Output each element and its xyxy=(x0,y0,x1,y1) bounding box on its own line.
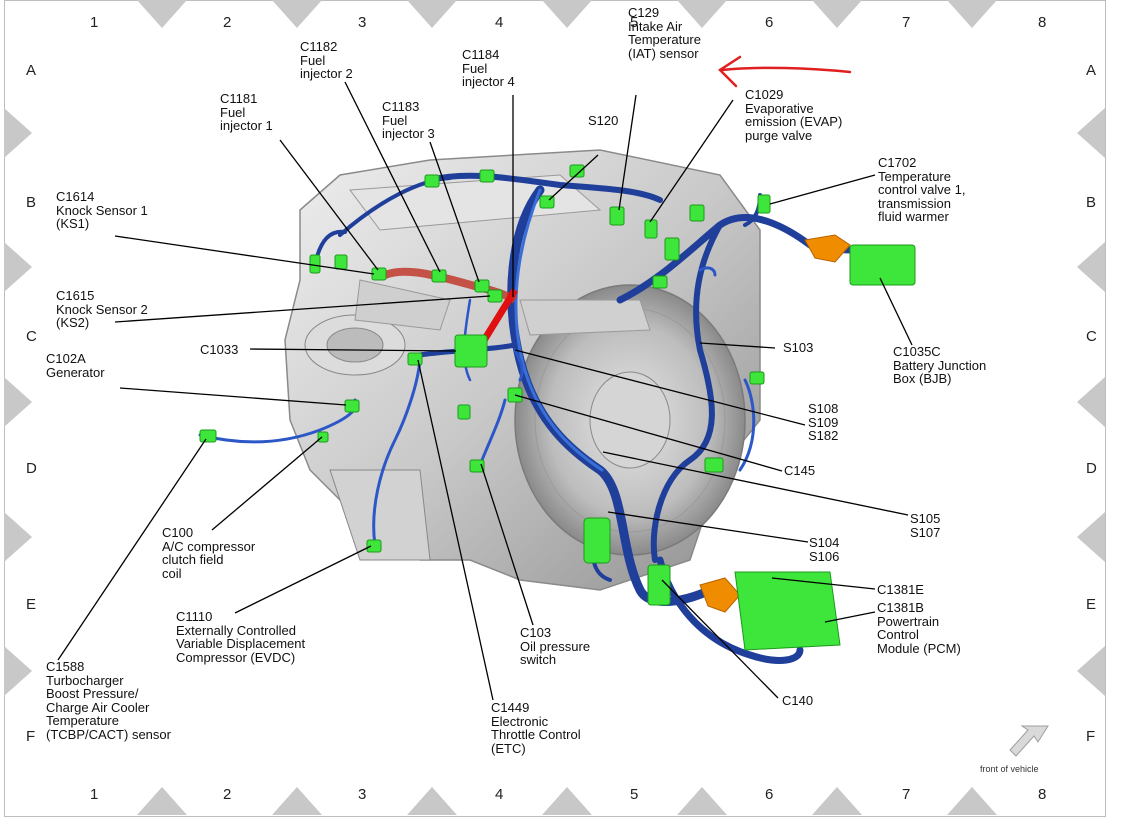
pcm-boot xyxy=(699,577,741,613)
label-c1183: C1183 Fuel injector 3 xyxy=(382,99,435,141)
label-c1029: C1029 Evaporative emission (EVAP) purge … xyxy=(745,87,843,143)
mid-right-connector xyxy=(749,371,765,385)
front-of-vehicle-arrow-icon xyxy=(1009,725,1049,757)
label-s120: S120 xyxy=(588,113,619,128)
wiring-harness xyxy=(198,172,864,664)
label-c1381e: C1381E xyxy=(877,582,924,597)
c1588-connector xyxy=(199,429,217,443)
label-c1184: C1184 Fuel injector 4 xyxy=(462,47,515,89)
grid-row-e-right: E xyxy=(1086,596,1097,613)
label-c1035c: C1035C Battery Junction Box (BJB) xyxy=(893,344,987,386)
c129-connector xyxy=(609,206,625,226)
c1615-connector xyxy=(487,289,503,303)
grid-col-8-bottom: 8 xyxy=(1038,786,1047,803)
grid-row-a-left: A xyxy=(26,62,37,79)
upper-right-connector-2 xyxy=(689,204,705,222)
grid-row-e-left: E xyxy=(26,596,37,613)
grid-col-2-bottom: 2 xyxy=(223,786,232,803)
connectors xyxy=(199,164,916,651)
top-right-connector xyxy=(569,164,585,178)
label-c102a: C102A Generator xyxy=(46,351,105,380)
c103-connector xyxy=(469,459,485,473)
grid-col-2-top: 2 xyxy=(223,14,232,31)
evap-side-connector xyxy=(664,237,680,261)
grid-row-b-left: B xyxy=(26,194,37,211)
grid-row-c-right: C xyxy=(1086,328,1097,345)
grid-col-5-bottom: 5 xyxy=(630,786,639,803)
pcm-module xyxy=(734,571,841,651)
c1033-connector xyxy=(454,334,488,368)
label-s103: S103 xyxy=(783,340,814,355)
label-c129: C129 Intake Air Temperature (IAT) sensor xyxy=(628,5,701,61)
c1702-connector xyxy=(757,194,771,214)
label-c1449: C1449 Electronic Throttle Control (ETC) xyxy=(491,700,581,756)
bjb-connector xyxy=(849,244,916,286)
bjb-boot xyxy=(804,234,851,263)
label-c1033: C1033 xyxy=(200,342,239,357)
grid-border-markers xyxy=(4,0,1105,815)
grid-col-4-bottom: 4 xyxy=(495,786,504,803)
grid-col-5-top: 5 xyxy=(630,14,639,31)
grid-row-f-left: F xyxy=(26,728,36,745)
c1110-connector xyxy=(366,539,382,553)
grid-row-d-right: D xyxy=(1086,460,1097,477)
top-left-connector xyxy=(424,174,440,188)
front-of-vehicle-label: front of vehicle xyxy=(980,764,1039,774)
label-c103: C103 Oil pressure switch xyxy=(520,625,591,667)
grid-col-3-top: 3 xyxy=(358,14,367,31)
grid-row-a-right: A xyxy=(1086,62,1097,79)
red-annotation-arrow-icon xyxy=(718,55,852,88)
grid-row-f-right: F xyxy=(1086,728,1096,745)
label-c140: C140 xyxy=(782,693,814,708)
c140-connector xyxy=(647,564,671,606)
c1181-connector xyxy=(334,254,348,270)
c1183-connector xyxy=(474,279,490,293)
grid-row-d-left: D xyxy=(26,460,37,477)
label-c100: C100 A/C compressor clutch field coil xyxy=(162,525,256,581)
leader-lines xyxy=(57,81,913,701)
grid-col-4-top: 4 xyxy=(495,14,504,31)
right-side-connector xyxy=(704,457,724,473)
grid-col-3-bottom: 3 xyxy=(358,786,367,803)
label-c1614: C1614 Knock Sensor 1 (KS1) xyxy=(56,189,148,231)
grid-col-6-top: 6 xyxy=(765,14,774,31)
label-c1381b: C1381B Powertrain Control Module (PCM) xyxy=(877,600,961,656)
c1449-connector xyxy=(407,352,423,366)
label-s104: S104 S106 xyxy=(809,535,840,564)
c102a-connector xyxy=(344,399,360,413)
lower-mid-connector xyxy=(457,404,471,420)
top-connector xyxy=(479,169,495,183)
left-connector xyxy=(309,254,321,274)
grid-row-c-left: C xyxy=(26,328,37,345)
c1614-connector xyxy=(371,267,387,281)
grid-col-1-bottom: 1 xyxy=(90,786,99,803)
s104-connector xyxy=(583,517,611,564)
c1182-connector xyxy=(431,269,447,283)
connector-boots xyxy=(699,234,851,613)
grid-col-7-bottom: 7 xyxy=(902,786,911,803)
label-c1181: C1181 Fuel injector 1 xyxy=(220,91,273,133)
label-c1182: C1182 Fuel injector 2 xyxy=(300,39,353,81)
c1029-connector xyxy=(644,219,658,239)
grid-col-1-top: 1 xyxy=(90,14,99,31)
grid-col-7-top: 7 xyxy=(902,14,911,31)
upper-right-connector xyxy=(652,275,668,289)
grid-row-b-right: B xyxy=(1086,194,1097,211)
label-s105: S105 S107 xyxy=(910,511,941,540)
label-s108: S108 S109 S182 xyxy=(808,401,839,443)
grid-col-8-top: 8 xyxy=(1038,14,1047,31)
label-c145: C145 xyxy=(784,463,816,478)
label-c1110: C1110 Externally Controlled Variable Dis… xyxy=(176,609,306,665)
c100-connector xyxy=(317,431,329,443)
label-c1615: C1615 Knock Sensor 2 (KS2) xyxy=(56,288,148,330)
label-c1588: C1588 Turbocharger Boost Pressure/ Charg… xyxy=(46,659,171,742)
label-c1702: C1702 Temperature control valve 1, trans… xyxy=(878,155,966,224)
grid-col-6-bottom: 6 xyxy=(765,786,774,803)
